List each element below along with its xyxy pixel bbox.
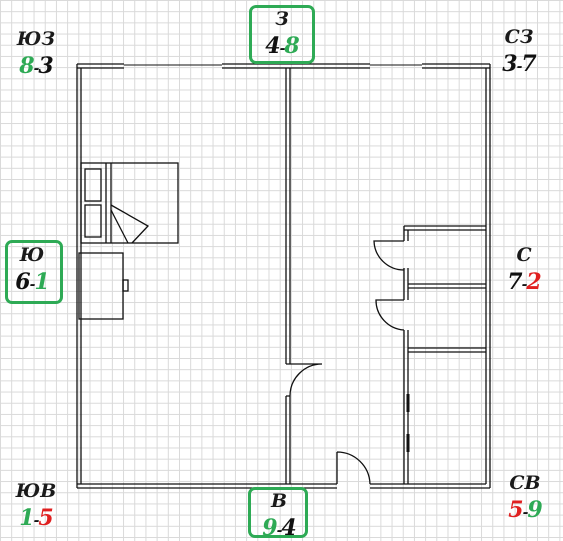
direction-name: С — [516, 244, 532, 266]
number-second: 5 — [38, 505, 53, 531]
number-first: 6 — [15, 269, 30, 295]
direction-yu: Ю 6-1 — [6, 244, 58, 294]
direction-yuz: ЮЗ 8-3 — [14, 28, 58, 78]
highlight-box-v — [248, 487, 308, 538]
direction-name: ЮВ — [15, 480, 57, 502]
direction-name: В — [270, 490, 288, 512]
number-first: 5 — [508, 497, 523, 523]
number-separator: - — [279, 41, 286, 57]
number-separator: - — [516, 59, 523, 75]
direction-s: С 7-2 — [500, 244, 548, 294]
direction-numbers: 6-1 — [6, 271, 58, 293]
small-rooms — [403, 225, 486, 484]
direction-name: СЗ — [504, 26, 534, 48]
number-second: 4 — [281, 515, 296, 541]
direction-sz: СЗ 3-7 — [494, 26, 544, 76]
door-closet-1 — [373, 240, 405, 271]
direction-numbers: 8-3 — [14, 55, 58, 77]
central-partition — [285, 68, 291, 484]
number-second: 2 — [526, 269, 541, 295]
number-second: 8 — [284, 33, 299, 59]
door-bottom — [336, 451, 371, 485]
highlight-box-z — [249, 5, 315, 64]
direction-numbers: 4-8 — [254, 35, 310, 57]
number-separator: - — [29, 277, 36, 293]
number-first: 1 — [19, 505, 34, 531]
direction-numbers: 3-7 — [494, 53, 544, 75]
number-separator: - — [33, 61, 40, 77]
door-closet-2 — [375, 299, 405, 331]
number-separator: - — [522, 505, 529, 521]
direction-name: СВ — [509, 472, 541, 494]
direction-z: З 4-8 — [254, 8, 310, 58]
bed — [80, 162, 179, 244]
number-first: 9 — [262, 515, 277, 541]
highlight-box-yu — [5, 240, 63, 304]
direction-numbers: 1-5 — [12, 507, 60, 529]
direction-name: З — [275, 8, 289, 30]
direction-name: Ю — [19, 244, 45, 266]
direction-name: ЮЗ — [16, 28, 56, 50]
number-first: 4 — [265, 33, 280, 59]
number-separator: - — [521, 277, 528, 293]
number-second: 9 — [527, 497, 542, 523]
direction-numbers: 5-9 — [500, 499, 550, 521]
outer-walls — [76, 63, 491, 489]
desk — [78, 252, 129, 320]
number-separator: - — [276, 523, 283, 539]
direction-v: В 9-4 — [252, 490, 306, 540]
direction-numbers: 9-4 — [252, 517, 306, 539]
direction-numbers: 7-2 — [500, 271, 548, 293]
number-second: 1 — [34, 269, 49, 295]
direction-yuv: ЮВ 1-5 — [12, 480, 60, 530]
number-first: 7 — [507, 269, 522, 295]
number-first: 8 — [19, 53, 34, 79]
door-central — [289, 363, 323, 397]
number-second: 3 — [38, 53, 53, 79]
direction-sv: СВ 5-9 — [500, 472, 550, 522]
number-separator: - — [33, 513, 40, 529]
number-first: 3 — [502, 51, 517, 77]
number-second: 7 — [521, 51, 536, 77]
